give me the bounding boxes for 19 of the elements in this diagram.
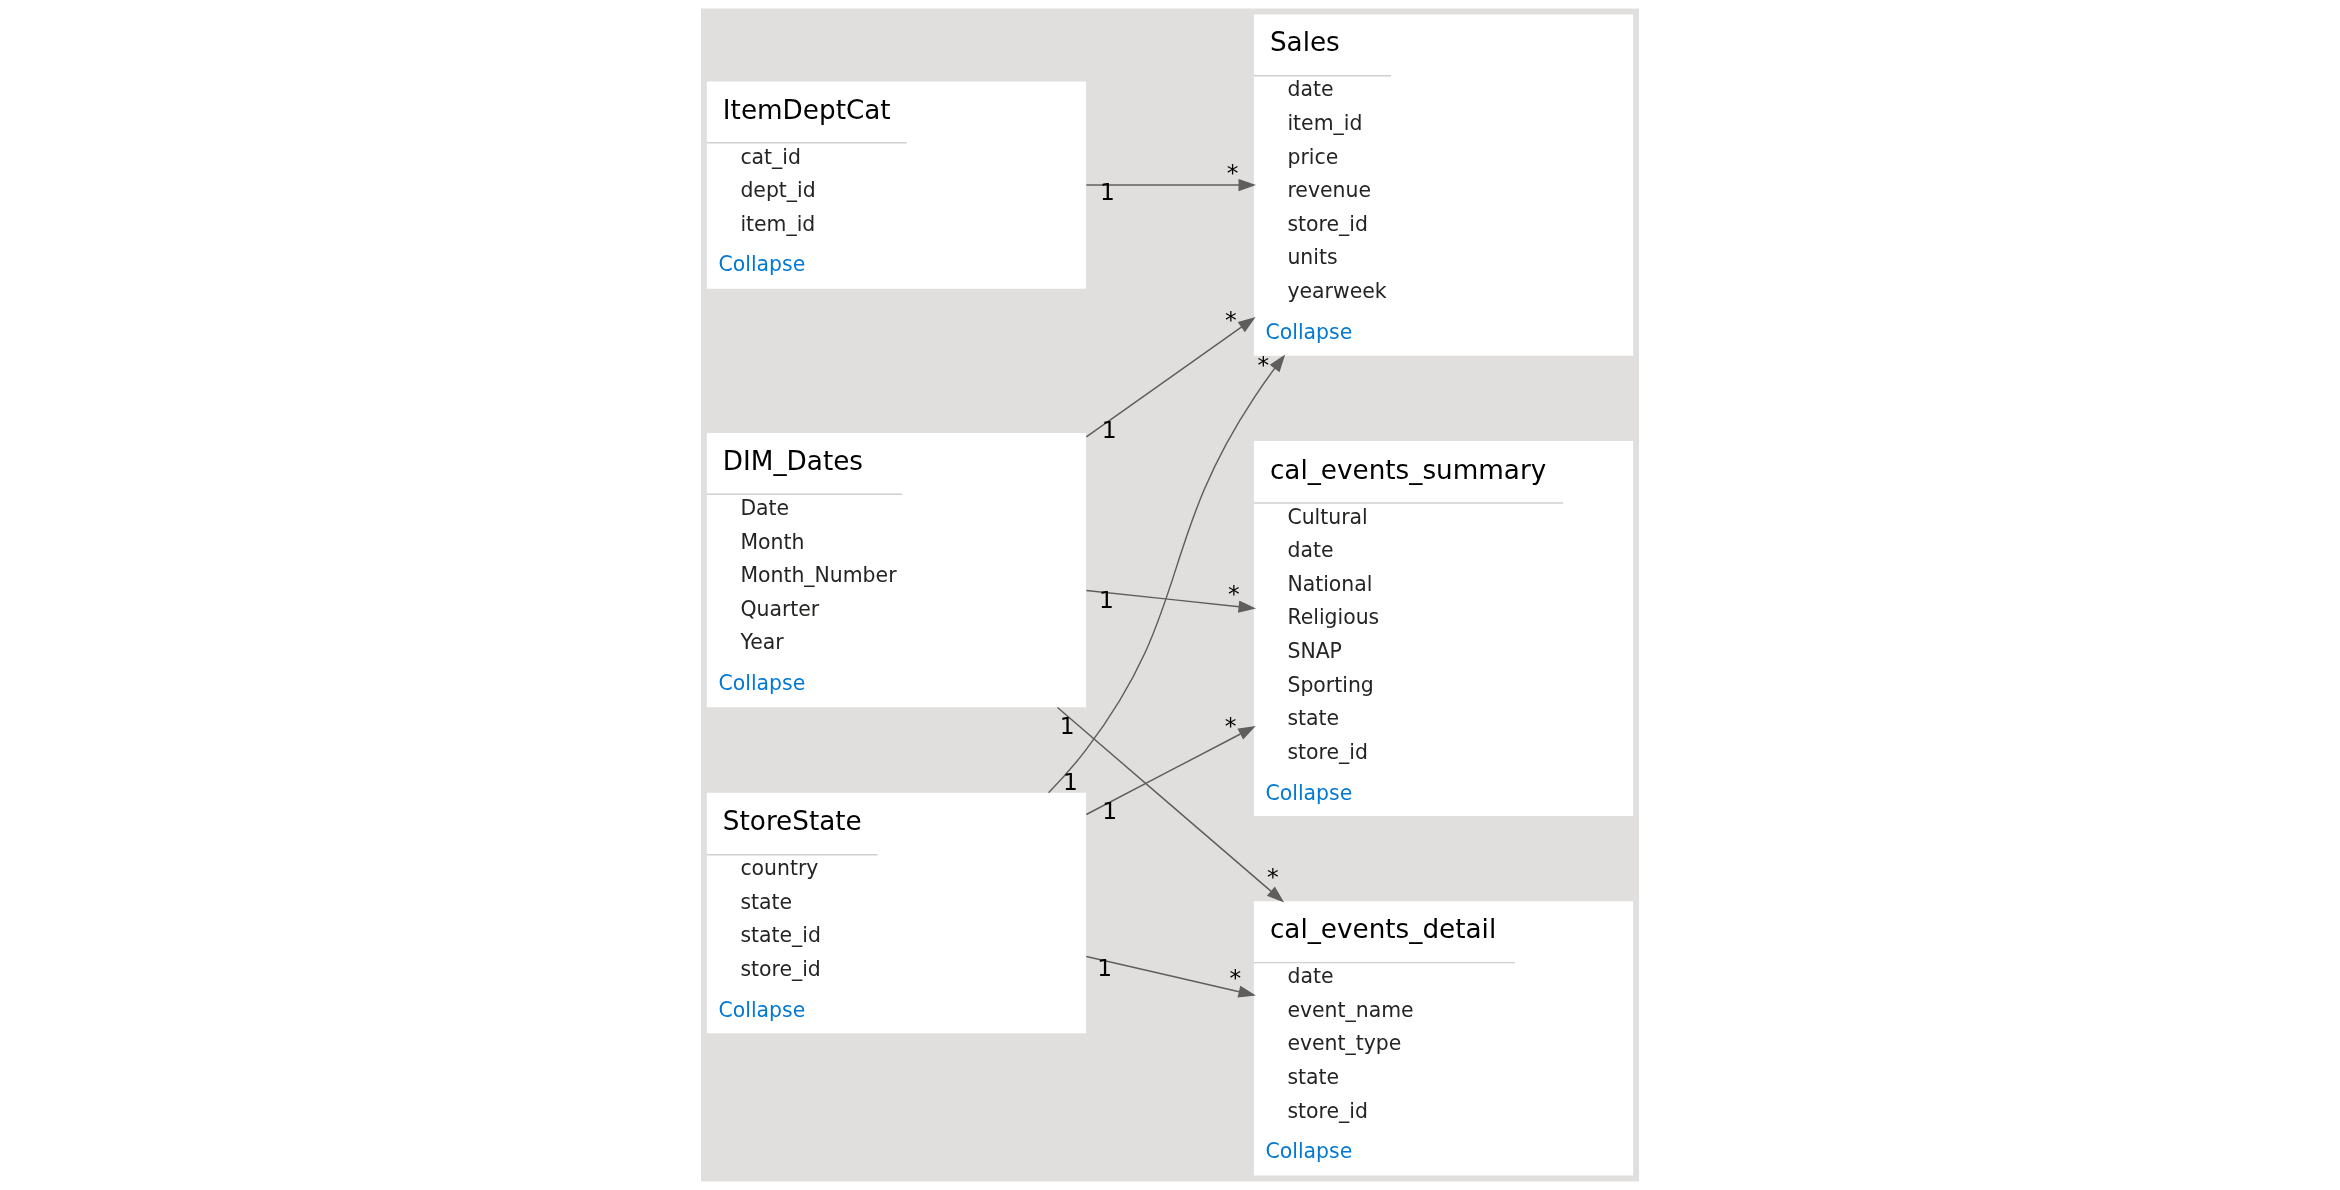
- label: *: [1228, 579, 1240, 608]
- arrow: [1085, 317, 1256, 438]
- label: *: [1226, 158, 1239, 187]
- label: 1: [1097, 954, 1113, 983]
- label: 1: [1100, 178, 1115, 207]
- label: 1: [1101, 416, 1117, 445]
- label: 1: [1102, 797, 1118, 826]
- arrow: [1085, 178, 1257, 192]
- arrow: [1047, 354, 1286, 794]
- label: *: [1225, 306, 1237, 335]
- arrow: [1085, 955, 1256, 998]
- label: *: [1224, 711, 1237, 740]
- arrow: [1085, 589, 1256, 613]
- label: 1: [1098, 586, 1114, 615]
- label: 1: [1059, 712, 1075, 741]
- label: *: [1229, 964, 1242, 993]
- arrow: [1056, 706, 1285, 903]
- label: *: [1267, 863, 1279, 892]
- arrow: [1085, 725, 1256, 816]
